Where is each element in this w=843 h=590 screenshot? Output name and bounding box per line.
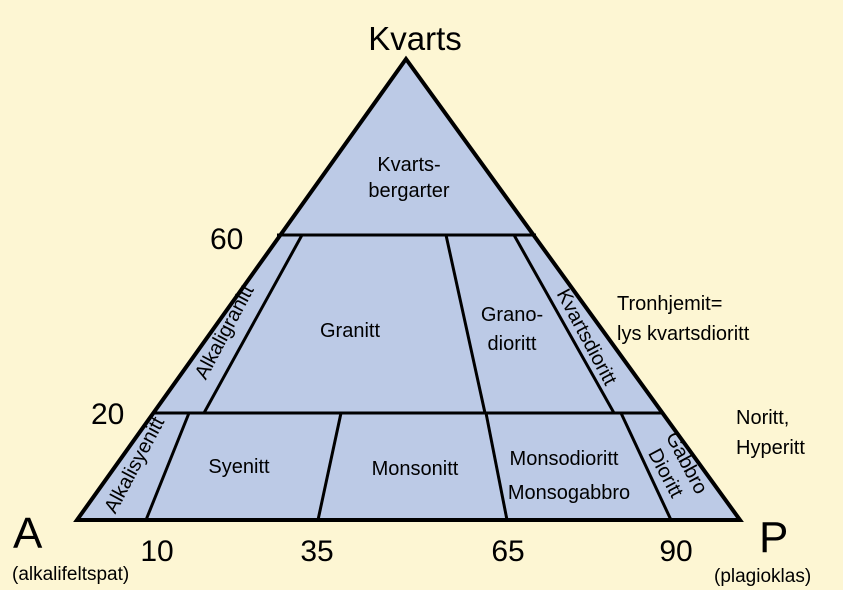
note-noritt-1: Noritt,: [736, 407, 789, 429]
tick-65: 65: [491, 535, 524, 568]
field-granodioritt-1: Grano-: [481, 304, 543, 326]
boundary-90: [619, 412, 673, 521]
boundary-65: [484, 412, 509, 521]
note-tronhjemit-1: Tronhjemit=: [617, 293, 722, 315]
boundary-granodioritt: [444, 234, 487, 414]
boundary-35: [316, 412, 343, 521]
corner-label-left: A: [13, 509, 43, 558]
corner-label-left-sub: (alkalifeltspat): [12, 564, 129, 585]
boundary-alkaligranitt: [202, 234, 304, 414]
corner-label-right: P: [759, 513, 788, 562]
tick-35: 35: [300, 535, 333, 568]
triangle-fill: [73, 55, 744, 522]
corner-label-right-sub: (plagioklas): [714, 566, 811, 587]
tick-10: 10: [140, 535, 173, 568]
corner-label-top: Kvarts: [368, 20, 462, 57]
boundary-10: [144, 412, 191, 521]
field-granodioritt-2: dioritt: [488, 333, 537, 355]
field-monsodioritt: Monsodioritt: [510, 448, 619, 470]
boundary-kvartsdioritt: [512, 234, 616, 414]
tick-60: 60: [210, 223, 243, 256]
note-noritt-2: Hyperitt: [736, 437, 805, 459]
tick-20: 20: [91, 398, 124, 431]
field-monsogabbro: Monsogabbro: [508, 482, 630, 504]
field-syenitt: Syenitt: [208, 456, 270, 478]
note-tronhjemit-2: lys kvartsdioritt: [617, 323, 750, 345]
field-granitt: Granitt: [320, 320, 380, 342]
field-monsonitt: Monsonitt: [372, 458, 459, 480]
tick-90: 90: [659, 535, 692, 568]
field-kvartsbergarter-2: bergarter: [368, 180, 449, 202]
field-kvartsbergarter-1: Kvarts-: [377, 154, 440, 176]
